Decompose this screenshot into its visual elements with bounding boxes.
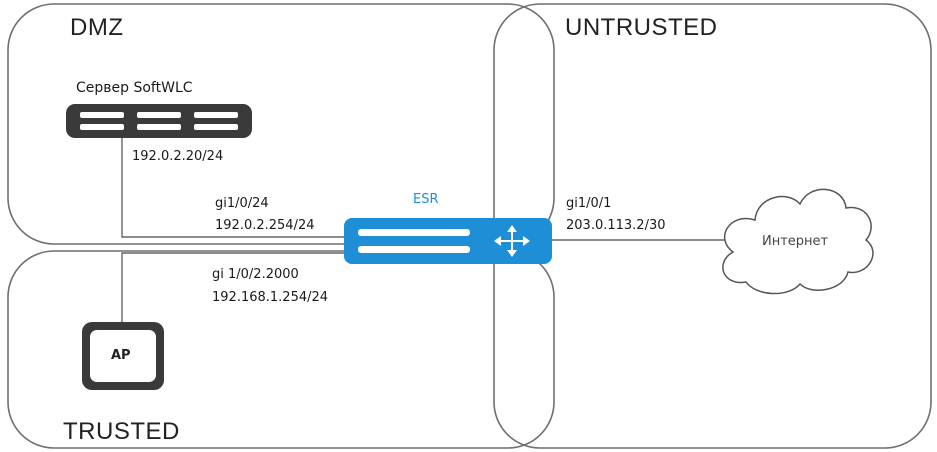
trusted-zone-title: TRUSTED (63, 418, 180, 445)
internet-label: Интернет (762, 234, 829, 249)
esr-router (344, 218, 552, 264)
untrusted-zone-title: UNTRUSTED (565, 14, 718, 41)
dmz-zone (7, 3, 555, 245)
wan-interface-ip: 203.0.113.2/30 (566, 218, 666, 233)
internet-cloud-icon (722, 188, 874, 295)
links (121, 138, 728, 322)
dmz-zone-title: DMZ (70, 14, 124, 41)
esr-title: ESR (413, 192, 439, 207)
access-point (82, 322, 164, 390)
router-arrows-icon (494, 225, 530, 257)
trusted-zone (7, 250, 555, 449)
dmz-interface-ip: 192.0.2.254/24 (215, 218, 315, 233)
ap-label: AP (111, 348, 131, 363)
server-title: Сервер SoftWLC (76, 80, 193, 96)
trusted-interface-ip: 192.168.1.254/24 (212, 290, 329, 305)
trusted-interface: gi 1/0/2.2000 (212, 267, 299, 282)
server-ip: 192.0.2.20/24 (132, 149, 224, 164)
wan-interface: gi1/0/1 (566, 196, 612, 211)
softwlc-server (66, 104, 252, 138)
link-server-esr (121, 138, 346, 238)
dmz-interface: gi1/0/24 (215, 196, 269, 211)
link-ap-esr (121, 252, 346, 322)
